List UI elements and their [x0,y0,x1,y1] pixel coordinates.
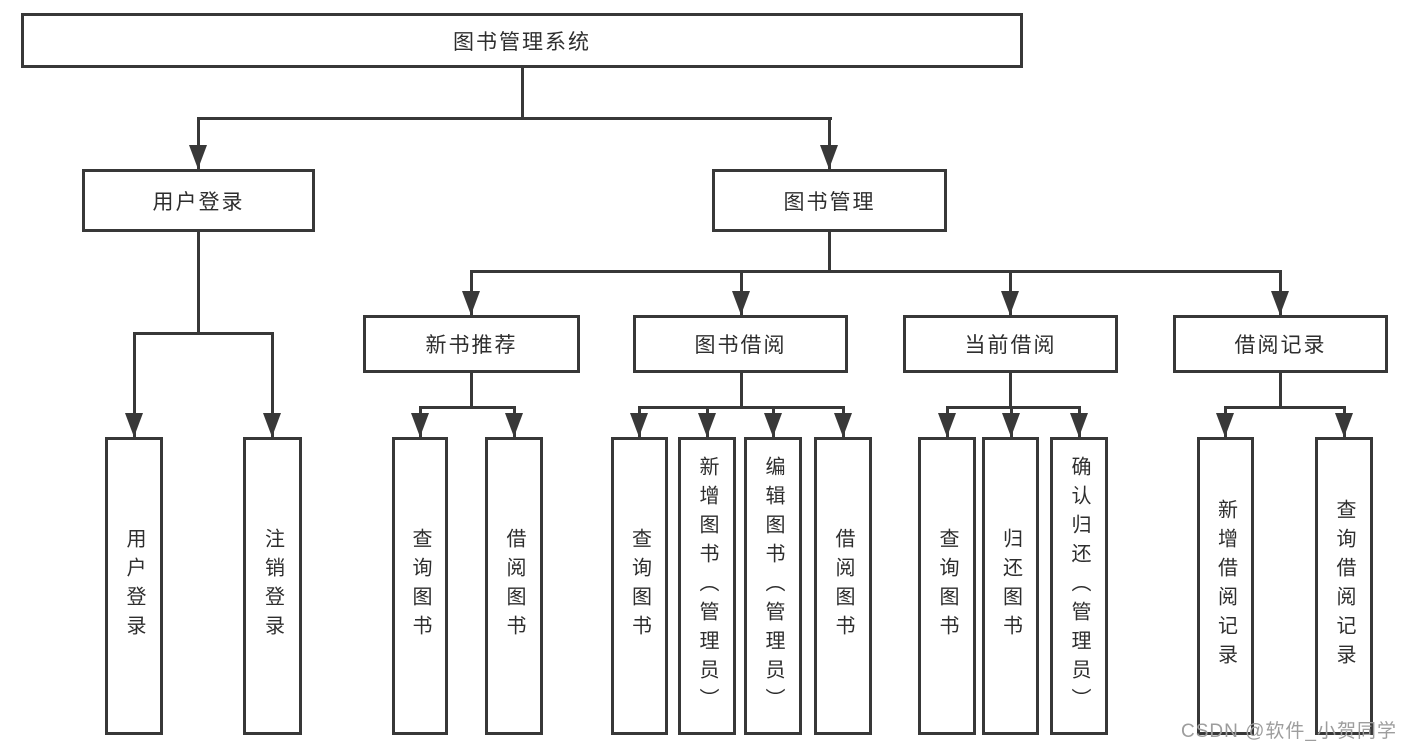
node-label: 当前借阅 [964,334,1057,357]
csdn-watermark: CSDN @软件_小贺同学 [1181,721,1397,742]
connector-book-management-stub [827,230,831,273]
connector-drop-book-management [827,117,831,169]
connector-cb-stub [1008,371,1012,409]
arrow-down-icon [630,413,648,437]
node-label: 图书借阅 [694,334,787,357]
arrow-down-icon [411,413,429,437]
arrow-down-icon [125,413,143,437]
node-library-management-system: 图书管理系统 [21,13,1023,68]
leaf-br-add-record: 新增借阅记录 [1197,437,1254,735]
node-label: 借阅图书 [832,528,854,644]
connector-bb-stub [739,371,743,409]
arrow-down-icon [1001,291,1019,315]
arrow-down-icon [732,291,750,315]
arrow-down-icon [263,413,281,437]
node-label: 新书推荐 [425,334,518,357]
connector-br-rail [1223,406,1346,409]
node-book-borrowing: 图书借阅 [633,315,848,373]
node-label: 借阅图书 [503,528,525,644]
connector-nbr-stub [469,371,473,409]
leaf-bb-query-books: 查询图书 [611,437,668,735]
arrow-down-icon [820,145,838,169]
node-label: 查询借阅记录 [1333,499,1355,673]
leaf-bb-add-books-admin: 新增图书（管理员） [678,437,736,735]
node-label: 查询图书 [936,528,958,644]
arrow-down-icon [1271,291,1289,315]
leaf-nbr-query-books: 查询图书 [392,437,448,735]
arrow-down-icon [1216,413,1234,437]
connector-user-login-stub [196,230,200,335]
node-label: 查询图书 [409,528,431,644]
leaf-nbr-borrow-books: 借阅图书 [485,437,543,735]
arrow-down-icon [698,413,716,437]
leaf-br-query-record: 查询借阅记录 [1315,437,1373,735]
node-label: 新增借阅记录 [1214,499,1237,673]
connector-drop-leaf-user-login [132,332,136,437]
arrow-down-icon [1070,413,1088,437]
leaf-bb-edit-books-admin: 编辑图书（管理员） [744,437,802,735]
arrow-down-icon [505,413,523,437]
connector-book-management-rail [469,270,1282,273]
connector-nbr-rail [418,406,516,409]
node-label: 图书管理系统 [453,30,591,54]
node-label: 确认归还（管理员） [1068,455,1090,717]
arrow-down-icon [938,413,956,437]
node-label: 查询图书 [628,528,651,644]
arrow-down-icon [764,413,782,437]
node-label: 图书管理 [783,190,876,214]
leaf-logout-login: 注销登录 [243,437,302,735]
node-current-borrowing: 当前借阅 [903,315,1118,373]
node-label: 借阅记录 [1234,334,1327,357]
node-user-login: 用户登录 [82,169,315,232]
connector-user-login-rail [132,332,274,335]
leaf-cb-query-books: 查询图书 [918,437,976,735]
leaf-cb-return-books: 归还图书 [982,437,1039,735]
node-new-book-recommend: 新书推荐 [363,315,580,373]
node-borrowing-records: 借阅记录 [1173,315,1388,373]
connector-root-rail [196,117,832,120]
arrow-down-icon [1002,413,1020,437]
leaf-bb-borrow-books: 借阅图书 [814,437,872,735]
node-label: 注销登录 [261,528,284,644]
arrow-down-icon [189,145,207,169]
connector-cb-rail [945,406,1081,409]
leaf-user-login: 用户登录 [105,437,163,735]
connector-drop-user-login [196,117,200,169]
node-label: 归还图书 [999,528,1022,644]
node-label: 用户登录 [152,190,245,214]
connector-drop-leaf-logout [270,332,274,437]
node-book-management: 图书管理 [712,169,947,232]
arrow-down-icon [834,413,852,437]
arrow-down-icon [462,291,480,315]
node-label: 用户登录 [123,528,145,644]
node-label: 编辑图书（管理员） [762,455,784,717]
arrow-down-icon [1335,413,1353,437]
connector-bb-rail [637,406,845,409]
connector-root-stub [520,66,524,118]
connector-br-stub [1278,371,1282,409]
node-label: 新增图书（管理员） [696,455,718,717]
leaf-cb-confirm-return-admin: 确认归还（管理员） [1050,437,1108,735]
